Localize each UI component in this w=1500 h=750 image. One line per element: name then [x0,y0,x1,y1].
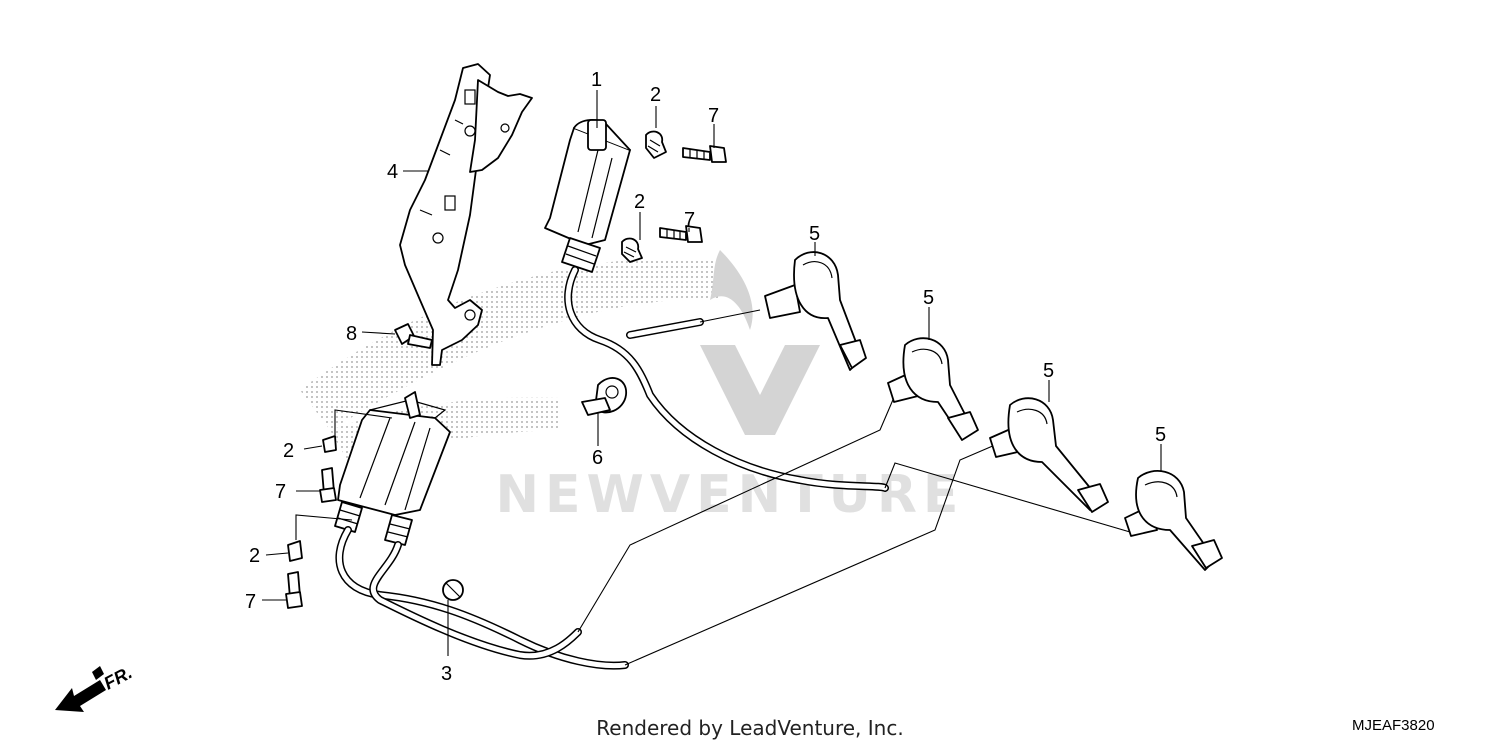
callout-5-c: 5 [1043,360,1054,382]
callout-4: 4 [387,161,398,183]
callout-5-b: 5 [923,287,934,309]
callout-7-a: 7 [708,105,719,127]
callout-7-c: 7 [275,481,286,503]
callout-5-a: 5 [809,223,820,245]
diagram-code: MJEAF3820 [1352,717,1435,734]
callout-6: 6 [592,447,603,469]
callout-2-a: 2 [650,84,661,106]
front-arrow-icon [55,680,106,712]
callout-3: 3 [441,663,452,685]
callout-labels: 1 2 7 2 7 4 8 2 7 2 7 3 6 5 5 5 5 [245,69,1166,685]
callout-2-c: 2 [283,440,294,462]
callout-leaders [262,90,1162,656]
callout-8: 8 [346,323,357,345]
rendered-by-text: Rendered by LeadVenture, Inc. [596,716,904,740]
callout-7-d: 7 [245,591,256,613]
callout-5-d: 5 [1155,424,1166,446]
bracket-part [399,63,533,366]
ignition-coil-lower [334,391,451,546]
routing-lines [577,309,1131,666]
front-direction-label: FR. [100,662,135,693]
bolt-parts [285,145,727,609]
front-direction-indicator: FR. [55,662,135,712]
watermark-text: NEWVENTURE [496,465,965,525]
callout-1: 1 [591,69,602,91]
plug-cap-b [887,337,979,441]
callout-7-b: 7 [684,209,695,231]
callout-2-b: 2 [634,191,645,213]
ignition-coil-upper [544,119,631,273]
wire-harness [335,266,889,670]
clamp-part [581,377,627,416]
clip-parts [287,130,667,562]
plug-cap-c [989,397,1109,513]
plug-cap-d [1124,470,1223,571]
callout-2-d: 2 [249,545,260,567]
